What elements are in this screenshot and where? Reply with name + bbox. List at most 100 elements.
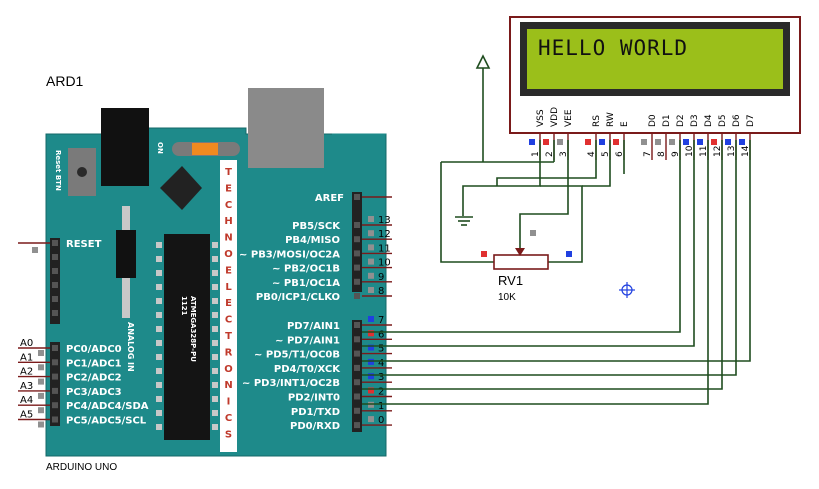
digital-socket xyxy=(354,350,360,357)
digital-pin-state xyxy=(368,244,374,251)
digital-pin-number: 2 xyxy=(378,387,384,398)
digital-pin-state xyxy=(368,330,374,337)
digital-socket xyxy=(354,336,360,343)
digital-pin-state xyxy=(368,272,374,279)
digital-pin-label: ~ PB1/OC1A xyxy=(272,278,340,289)
pot-pin-left xyxy=(481,251,487,257)
digital-pin-label: PB0/ICP1/CLKO xyxy=(256,292,340,303)
brand-letter: O xyxy=(224,364,233,375)
chip-pin xyxy=(156,270,162,276)
analog-pin-label: PC2/ADC2 xyxy=(66,373,122,384)
chip-pin xyxy=(156,312,162,318)
lcd-pin-state xyxy=(543,139,549,145)
analog-header xyxy=(50,342,60,426)
digital-pin-number: 5 xyxy=(378,344,384,355)
digital-socket xyxy=(354,393,360,400)
lcd-pin-name: D3 xyxy=(690,114,700,127)
lcd-pin-name: D6 xyxy=(732,114,742,127)
lcd-pin-number: 7 xyxy=(643,151,653,157)
brand-letter: C xyxy=(225,413,232,424)
analog-pin-number: A5 xyxy=(20,410,33,421)
lcd-pin-number: 11 xyxy=(699,146,709,157)
analog-socket xyxy=(52,387,58,394)
pot-wiper xyxy=(515,248,525,256)
chip-pin xyxy=(212,326,218,332)
digital-pin-label: PB4/MISO xyxy=(285,235,340,246)
brand-letter: C xyxy=(225,315,232,326)
digital-socket xyxy=(354,407,360,414)
lcd-pin-state xyxy=(529,139,535,145)
digital-socket xyxy=(354,322,360,328)
arduino-name: ARDUINO UNO xyxy=(46,462,117,473)
lcd-pin-name: D2 xyxy=(676,114,686,127)
digital-socket xyxy=(354,364,360,371)
brand-letter: I xyxy=(227,397,231,408)
digital-pin-number: 0 xyxy=(378,415,384,426)
brand-letter: E xyxy=(225,265,232,276)
lcd-pin-number: 6 xyxy=(615,151,625,157)
arduino-ref: ARD1 xyxy=(46,73,84,89)
analog-pin-number: A4 xyxy=(20,395,33,406)
digital-pin-number: 11 xyxy=(378,243,391,254)
lcd-pin-number: 9 xyxy=(671,151,681,157)
lcd-pin-state xyxy=(725,139,731,145)
chip-pins xyxy=(156,242,218,430)
digital-socket xyxy=(354,264,360,271)
chip-pin xyxy=(212,312,218,318)
lcd-pin-number: 5 xyxy=(601,151,611,157)
lcd-pin-name: RW xyxy=(606,112,616,127)
usb-connector xyxy=(248,88,324,168)
digital-pin-number: 9 xyxy=(378,272,384,283)
digital-pin-number: 3 xyxy=(378,372,384,383)
digital-socket xyxy=(354,222,360,228)
lcd-pin-state xyxy=(613,139,619,145)
lcd-pin-state xyxy=(599,139,605,145)
chip-pin xyxy=(156,284,162,290)
brand-strip xyxy=(220,160,237,452)
reset-pin-label: RESET xyxy=(66,239,102,250)
lcd-pin-name: D1 xyxy=(662,114,672,127)
chip-pin xyxy=(212,396,218,402)
digital-pin-number: 12 xyxy=(378,229,391,240)
chip-pin xyxy=(212,424,218,430)
lcd-pin-name: VEE xyxy=(564,109,574,127)
brand-letter: C xyxy=(225,200,232,211)
brand-letter: N xyxy=(224,380,232,391)
digital-socket xyxy=(354,422,360,429)
digital-pin-number: 6 xyxy=(378,329,384,340)
lcd-pin-number: 12 xyxy=(713,146,723,157)
lcd-pin-state xyxy=(739,139,745,145)
brand-letter: E xyxy=(225,183,232,194)
digital-pin-state xyxy=(368,258,374,265)
chip-pin xyxy=(156,298,162,304)
brand-letter: E xyxy=(225,298,232,309)
chip-pin xyxy=(156,340,162,346)
analog-pin-number: A0 xyxy=(20,338,33,349)
brand-letter: N xyxy=(224,233,232,244)
analog-pin-state xyxy=(38,378,44,385)
lcd-pin-number: 8 xyxy=(657,151,667,157)
lcd-pin-state xyxy=(697,139,703,145)
lcd-pin-name: RS xyxy=(592,115,602,127)
digital-pin-number: 13 xyxy=(378,215,391,226)
chip-pin xyxy=(212,242,218,248)
potentiometer-rv1[interactable]: RV1 10K xyxy=(481,230,572,303)
digital-pin-label: ~ PD5/T1/OC0B xyxy=(254,350,340,361)
reset-btn-label: Reset BTN xyxy=(54,150,62,191)
brand-letter: T xyxy=(225,167,232,178)
analog-pin-number: A3 xyxy=(20,381,33,392)
capacitor-lead-bottom xyxy=(122,278,130,318)
lcd-display[interactable]: HELLO WORLD VSS1VDD2VEE3RS4RW5E6D07D18D2… xyxy=(509,16,801,160)
chip-pin xyxy=(212,368,218,374)
chip-pin xyxy=(156,368,162,374)
capacitor-lead-top xyxy=(122,206,130,230)
digital-pin-label: PD0/RXD xyxy=(290,421,340,432)
arduino-uno[interactable]: ARD1 Reset BTN ON ANALOG IN 1121 ATMEGA3… xyxy=(18,73,392,473)
on-led xyxy=(192,143,218,155)
lcd-pin-number: 3 xyxy=(559,151,569,157)
analog-socket xyxy=(52,345,58,351)
lcd-pin-state xyxy=(711,139,717,145)
digital-pin-label: PD2/INT0 xyxy=(288,393,340,404)
